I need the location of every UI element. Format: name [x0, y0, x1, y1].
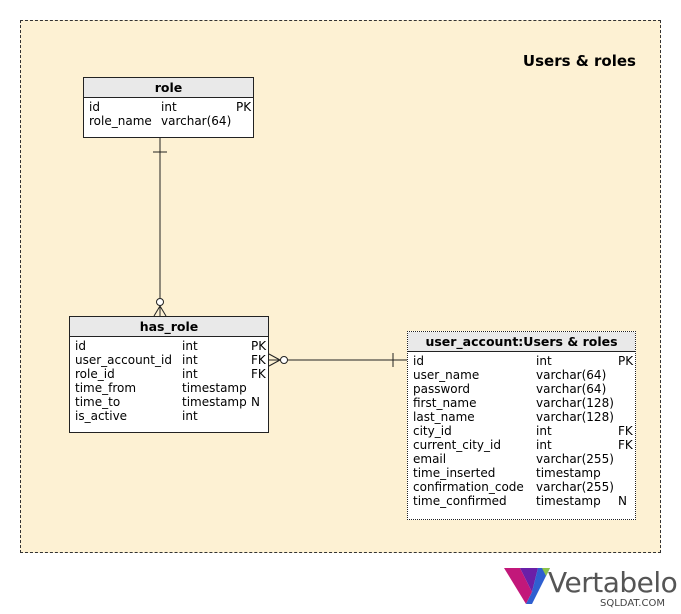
column-type: int: [536, 424, 552, 438]
column-type: timestamp: [536, 494, 601, 508]
column-name: password: [413, 382, 470, 396]
column-type: varchar(128): [536, 396, 614, 410]
column-name: is_active: [75, 409, 128, 423]
column-row[interactable]: user_account_id int FK: [75, 353, 266, 367]
table-has-role-title: has_role: [70, 317, 268, 337]
column-row[interactable]: id int PK: [75, 339, 267, 353]
column-type: int: [161, 100, 177, 114]
column-row[interactable]: email varchar(255): [413, 452, 630, 466]
column-name: user_name: [413, 368, 480, 382]
column-name: first_name: [413, 396, 477, 410]
column-name: city_id: [413, 424, 452, 438]
column-name: current_city_id: [413, 438, 501, 452]
column-type: int: [182, 409, 198, 423]
column-flag: N: [251, 395, 260, 409]
column-name: id: [413, 354, 424, 368]
area-title: Users & roles: [522, 52, 636, 70]
column-row[interactable]: id int PK: [89, 100, 252, 114]
column-name: user_account_id: [75, 353, 172, 367]
column-name: id: [89, 100, 100, 114]
column-type: varchar(128): [536, 410, 614, 424]
column-row[interactable]: time_confirmed timestamp N: [413, 494, 630, 508]
vertabelo-logo-icon: [504, 568, 550, 604]
column-row[interactable]: first_name varchar(128): [413, 396, 630, 410]
column-row[interactable]: time_inserted timestamp: [413, 466, 630, 480]
column-row[interactable]: last_name varchar(128): [413, 410, 630, 424]
watermark-text: SQLDAT.COM: [600, 598, 665, 609]
table-user-account-title: user_account:Users & roles: [408, 332, 635, 352]
column-row[interactable]: password varchar(64): [413, 382, 630, 396]
column-type: varchar(64): [161, 114, 232, 128]
rel-role-has-role: [153, 138, 167, 317]
table-role-columns: id int PK role_name varchar(64): [84, 98, 253, 132]
column-row[interactable]: current_city_id int FK: [413, 438, 633, 452]
column-type: timestamp: [536, 466, 601, 480]
column-name: time_inserted: [413, 466, 496, 480]
column-row[interactable]: is_active int: [75, 409, 263, 423]
column-row[interactable]: time_to timestamp N: [75, 395, 263, 409]
column-name: role_name: [89, 114, 152, 128]
column-type: timestamp: [182, 381, 247, 395]
column-flag: N: [618, 494, 627, 508]
column-flag: FK: [251, 367, 266, 381]
column-row[interactable]: id int PK: [413, 354, 634, 368]
column-type: varchar(64): [536, 382, 607, 396]
column-row[interactable]: city_id int FK: [413, 424, 633, 438]
column-type: varchar(255): [536, 452, 614, 466]
column-type: varchar(64): [536, 368, 607, 382]
column-flag: FK: [618, 438, 633, 452]
table-role-title: role: [84, 78, 253, 98]
column-name: time_confirmed: [413, 494, 507, 508]
table-user-account-columns: id int PK user_name varchar(64) password varch…: [408, 352, 635, 512]
column-flag: FK: [618, 424, 633, 438]
column-type: int: [182, 367, 198, 381]
column-row[interactable]: time_from timestamp: [75, 381, 263, 395]
rel-user-account-has-role: [268, 353, 407, 367]
column-type: varchar(255): [536, 480, 614, 494]
column-type: int: [182, 353, 198, 367]
column-name: email: [413, 452, 447, 466]
column-flag: PK: [251, 339, 267, 353]
column-flag: FK: [251, 353, 266, 367]
column-name: last_name: [413, 410, 475, 424]
column-name: role_id: [75, 367, 115, 381]
column-type: int: [182, 339, 198, 353]
column-row[interactable]: user_name varchar(64): [413, 368, 630, 382]
column-type: timestamp: [182, 395, 247, 409]
column-name: id: [75, 339, 86, 353]
column-row[interactable]: confirmation_code varchar(255): [413, 480, 630, 494]
column-type: int: [536, 354, 552, 368]
table-role[interactable]: role id int PK role_name varchar(64): [83, 77, 254, 138]
column-type: int: [536, 438, 552, 452]
column-flag: PK: [236, 100, 252, 114]
logo-wordmark: Vertabelo: [548, 566, 678, 599]
column-name: time_to: [75, 395, 121, 409]
column-row[interactable]: role_id int FK: [75, 367, 266, 381]
column-flag: PK: [618, 354, 634, 368]
column-name: confirmation_code: [413, 480, 524, 494]
column-row[interactable]: role_name varchar(64): [89, 114, 248, 128]
column-name: time_from: [75, 381, 137, 395]
